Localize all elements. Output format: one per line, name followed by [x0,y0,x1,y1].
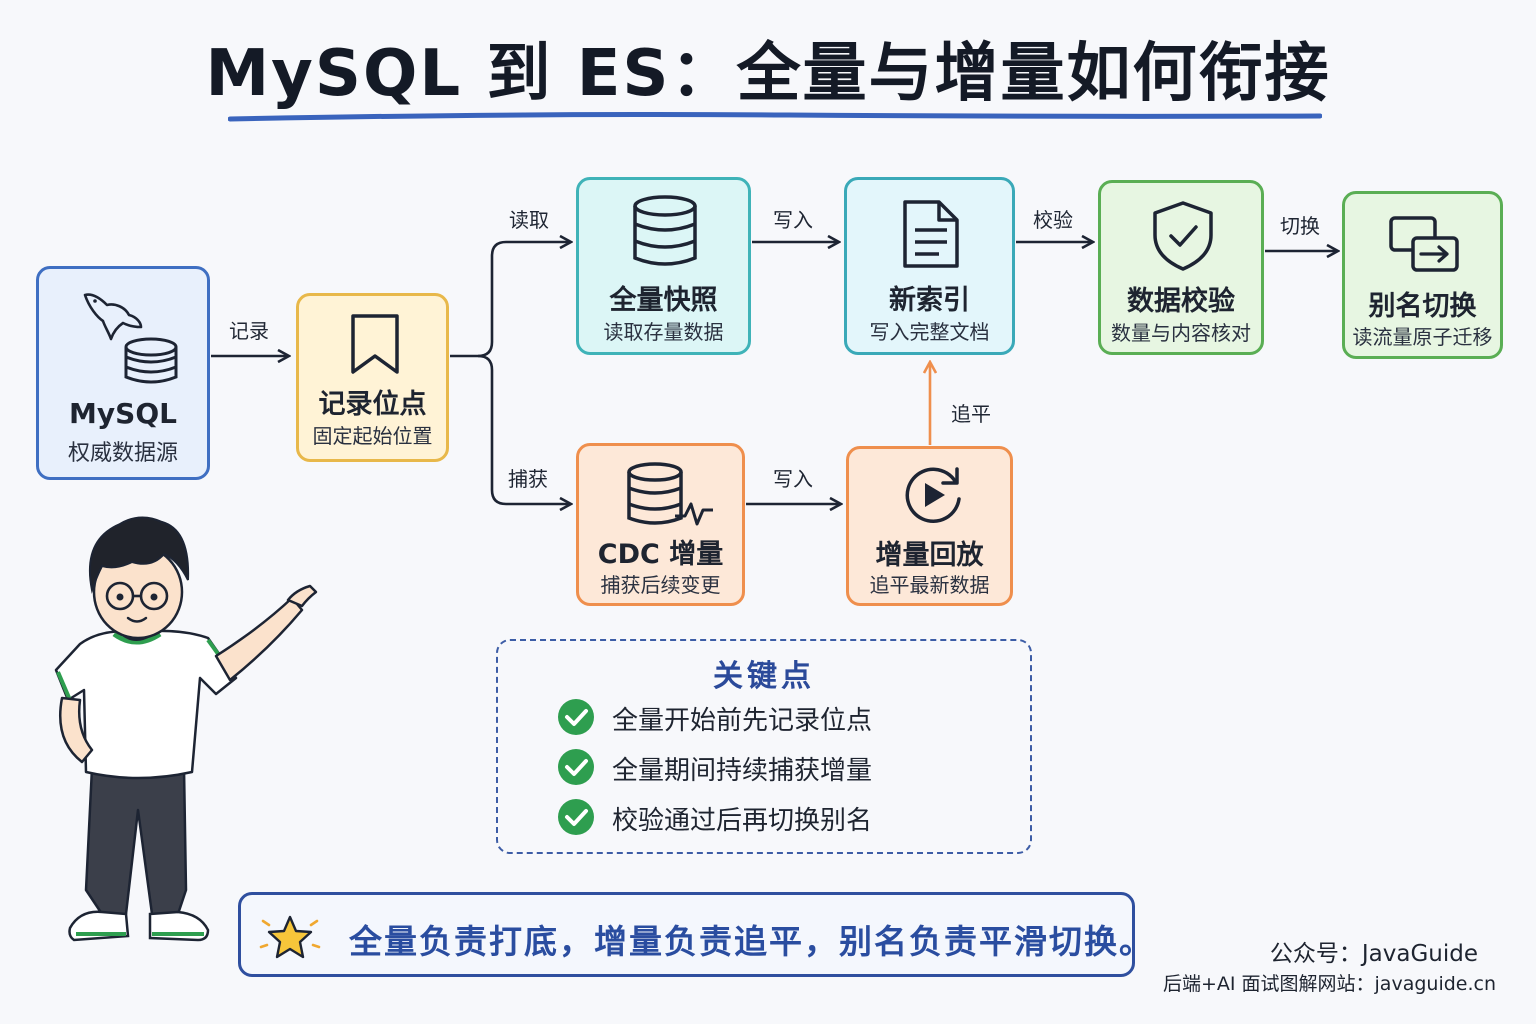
node-alias-sub: 读流量原子迁移 [1352,325,1493,349]
summary-text: 全量负责打底，增量负责追平，别名负责平滑切换。 [349,922,1154,961]
node-alias: 别名切换 读流量原子迁移 [1342,191,1503,359]
database-icon [633,195,697,266]
edge-label-verify: 校验 [1033,208,1073,232]
database-pulse-icon [627,462,713,526]
node-snapshot: 全量快照 读取存量数据 [576,177,751,355]
edge-label-capture: 捕获 [508,467,548,491]
node-replay: 增量回放 追平最新数据 [846,446,1013,606]
node-position: 记录位点 固定起始位置 [296,293,449,462]
page-title: MySQL 到 ES：全量与增量如何衔接 [205,37,1331,111]
check-circle-icon [558,749,594,785]
title-underline [228,112,1322,122]
node-position-sub: 固定起始位置 [312,424,433,448]
node-alias-name: 别名切换 [1368,291,1477,322]
document-icon [903,200,959,268]
node-replay-sub: 追平最新数据 [869,573,990,597]
edge-label-switch: 切换 [1280,214,1320,238]
key-point-text: 校验通过后再切换别名 [612,806,873,836]
replay-icon [905,467,961,524]
edge-label-read: 读取 [509,208,549,232]
node-index-name: 新索引 [889,285,970,316]
key-points-panel: 关键点 全量开始前先记录位点 全量期间持续捕获增量 校验通过后再切换别名 [496,639,1032,854]
node-cdc: CDC 增量 捕获后续变更 [576,443,745,606]
node-replay-name: 增量回放 [875,540,984,571]
arrow-capture [477,354,570,504]
key-point-text: 全量开始前先记录位点 [612,706,873,736]
node-index-sub: 写入完整文档 [869,320,990,344]
bookmark-icon [351,314,399,374]
edge-label-write-snapshot: 写入 [773,208,813,232]
check-circle-icon [558,699,594,735]
node-mysql: MySQL 权威数据源 [36,266,210,480]
arrow-read [450,242,570,358]
star-icon [259,915,321,959]
dolphin-database-icon [83,293,178,384]
summary-banner: 全量负责打底，增量负责追平，别名负责平滑切换。 [238,892,1152,977]
node-mysql-name: MySQL [69,397,177,430]
node-verify: 数据校验 数量与内容核对 [1098,180,1264,355]
key-point-text: 全量期间持续捕获增量 [612,756,873,786]
footer-account: 公众号：JavaGuide [1269,941,1478,967]
node-verify-sub: 数量与内容核对 [1111,321,1251,345]
node-mysql-sub: 权威数据源 [67,441,178,466]
node-index: 新索引 写入完整文档 [844,177,1015,355]
switch-windows-icon [1389,216,1459,272]
node-snapshot-name: 全量快照 [609,285,718,316]
node-cdc-sub: 捕获后续变更 [600,573,721,597]
node-cdc-name: CDC 增量 [597,539,724,570]
edge-label-record: 记录 [229,319,269,343]
edge-label-catch-up: 追平 [951,402,991,426]
edge-label-write-cdc: 写入 [773,467,813,491]
footer-site: 后端+AI 面试图解网站：javaguide.cn [1162,973,1496,995]
check-circle-icon [558,799,594,835]
node-verify-name: 数据校验 [1127,286,1235,317]
cartoon-person-pointing [54,516,318,942]
key-points-title: 关键点 [713,659,815,694]
shield-check-icon [1153,201,1213,271]
node-position-name: 记录位点 [318,389,427,420]
node-snapshot-sub: 读取存量数据 [603,320,724,344]
